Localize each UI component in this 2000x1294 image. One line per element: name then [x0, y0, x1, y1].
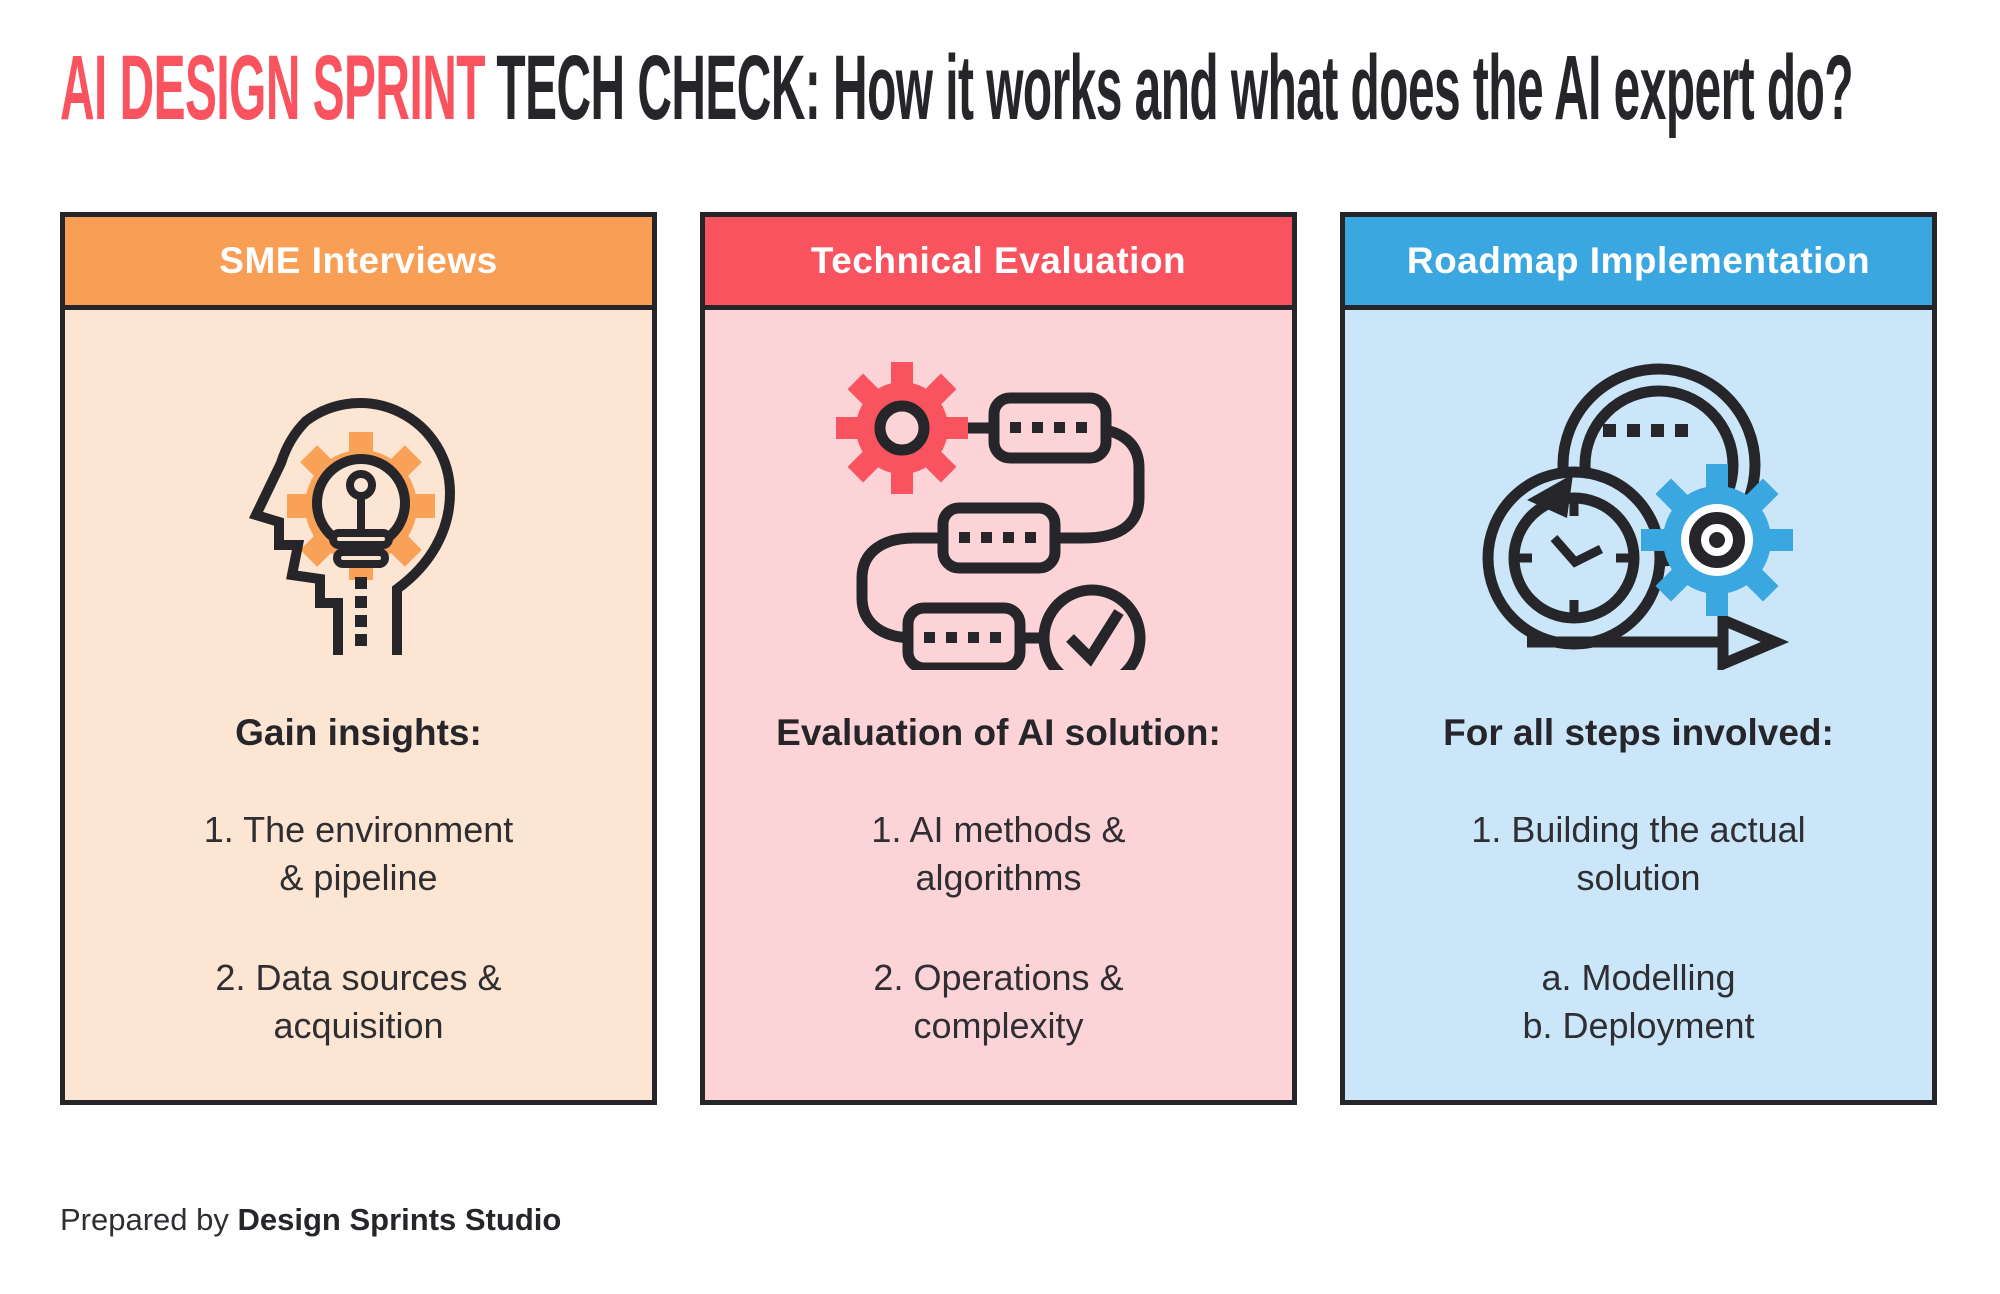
- lightbulb-icon: [311, 453, 410, 646]
- list-line: complexity: [913, 1005, 1084, 1046]
- list-item: 1. Building the actual solution: [1471, 806, 1805, 902]
- column-header-sme: SME Interviews: [65, 217, 652, 310]
- column-subheading: Gain insights:: [235, 712, 482, 753]
- process-block: [902, 602, 1025, 670]
- footer-credit: Prepared by Design Sprints Studio: [60, 1202, 561, 1238]
- list-item: 2. Data sources & acquisition: [215, 954, 501, 1050]
- process-block: [988, 392, 1111, 464]
- list-item: 1. The environment & pipeline: [204, 806, 514, 902]
- column-roadmap-implementation: Roadmap Implementation: [1340, 212, 1937, 1105]
- column-subheading: For all steps involved:: [1443, 712, 1834, 753]
- head-lightbulb-gear-icon: [248, 397, 455, 655]
- head-lightbulb-gear-icon: [234, 360, 484, 660]
- column-header-label: SME Interviews: [219, 240, 498, 281]
- column-header-technical: Technical Evaluation: [705, 217, 1292, 310]
- agile-clock-gear-icon: [1482, 363, 1793, 670]
- list-line: b. Deployment: [1522, 1005, 1755, 1046]
- list-line: algorithms: [915, 857, 1082, 898]
- list-item: 1. AI methods & algorithms: [871, 806, 1125, 902]
- dotted-line: [354, 576, 367, 646]
- page-title-highlight: AI DESIGN SPRINT: [60, 37, 485, 139]
- list-line: a. Modelling: [1541, 957, 1736, 998]
- column-body-technical: Evaluation of AI solution: 1. AI methods…: [705, 310, 1292, 1100]
- forward-arrow-icon: [1526, 611, 1789, 670]
- column-header-label: Technical Evaluation: [810, 240, 1187, 281]
- process-block: [937, 502, 1060, 574]
- footer-studio-name: Design Sprints Studio: [237, 1202, 562, 1237]
- list-line: acquisition: [273, 1005, 444, 1046]
- checkmark-icon: [1038, 584, 1145, 670]
- flowchart-check-icon: [835, 362, 1145, 670]
- list-item: 2. Operations & complexity: [873, 954, 1123, 1050]
- dotted-line: [1602, 424, 1688, 437]
- footer-prefix: Prepared by: [60, 1202, 229, 1237]
- columns-container: SME Interviews: [60, 212, 1937, 1105]
- clock-icon: [1482, 466, 1665, 650]
- column-body-roadmap: For all steps involved: 1. Building the …: [1345, 310, 1932, 1100]
- list-item: a. Modelling b. Deployment: [1522, 954, 1754, 1050]
- gear-icon: [1640, 464, 1793, 616]
- column-technical-evaluation: Technical Evaluation: [700, 212, 1297, 1105]
- page-title-rest: TECH CHECK: How it works and what does t…: [496, 37, 1854, 139]
- column-subheading: Evaluation of AI solution:: [776, 712, 1221, 753]
- column-sme-interviews: SME Interviews: [60, 212, 657, 1105]
- head-profile-outline: [248, 397, 455, 655]
- list-line: 1. The environment: [203, 809, 514, 850]
- list-line: 1. Building the actual: [1471, 809, 1806, 850]
- column-body-sme: Gain insights: 1. The environment & pipe…: [65, 310, 652, 1100]
- list-line: 2. Data sources &: [215, 957, 502, 998]
- agile-clock-gear-icon: [1469, 360, 1809, 670]
- arrowhead-icon: [1526, 474, 1573, 518]
- column-header-label: Roadmap Implementation: [1406, 240, 1871, 281]
- list-line: & pipeline: [279, 857, 438, 898]
- list-line: 1. AI methods &: [871, 809, 1126, 850]
- flowchart-check-icon: [834, 360, 1164, 670]
- gear-icon: [835, 362, 968, 494]
- list-line: 2. Operations &: [873, 957, 1124, 998]
- list-line: solution: [1576, 857, 1701, 898]
- column-header-roadmap: Roadmap Implementation: [1345, 217, 1932, 310]
